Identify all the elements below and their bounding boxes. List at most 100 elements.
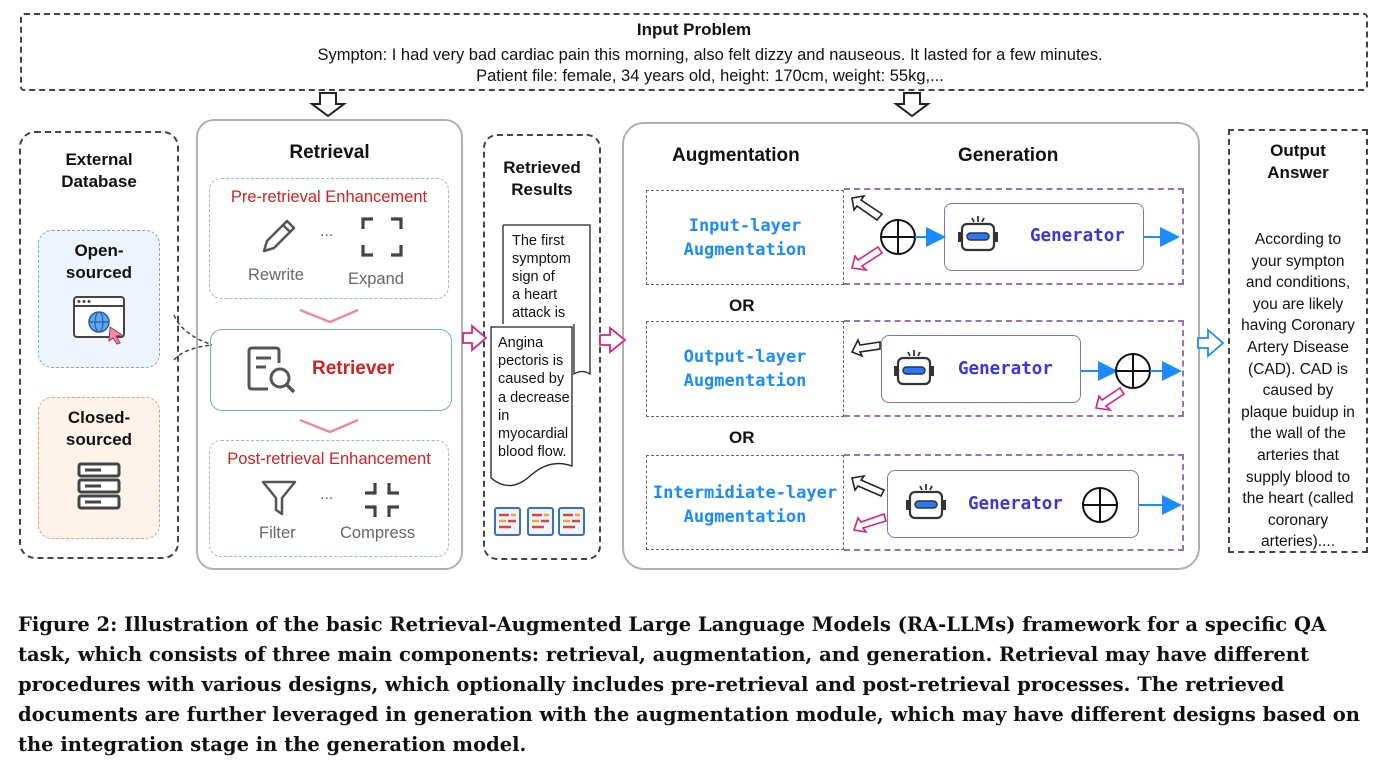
closed-sourced-label-1: Closed- (67, 408, 131, 427)
or-label-1: OR (729, 296, 755, 315)
server-icon (77, 462, 121, 510)
database-title-1: External (65, 150, 133, 169)
document-2-line: Angina (498, 335, 544, 351)
closed-sourced-label-2: sourced (65, 430, 133, 449)
output-answer-line: the wall of the (1250, 425, 1346, 443)
down-arrow-generation (893, 92, 931, 118)
intermediate-layer-aug-label-1: Intermidiate-layer (652, 483, 838, 503)
output-answer-line: the heart (called (1242, 490, 1354, 508)
output-answer-line: arteries that (1257, 446, 1339, 464)
generator-label-2: Generator (958, 359, 1053, 379)
figure-caption: Figure 2: Illustration of the basic Retr… (18, 613, 1360, 756)
results-to-augmentation-arrow (599, 326, 627, 354)
output-answer-line: having Coronary (1241, 317, 1355, 335)
output-answer-line: According to (1254, 231, 1342, 248)
row3-plus-icon (1082, 487, 1118, 523)
input-symptom-line: Sympton: I had very bad cardiac pain thi… (317, 46, 1103, 64)
connectors-overlay (173, 92, 1225, 534)
post-retrieval-box (209, 440, 449, 557)
retrieval-to-results-arrow (462, 324, 488, 352)
intermediate-layer-aug-box (646, 455, 844, 550)
row1-robot-icon (958, 216, 998, 252)
output-answer-line: arteries).... (1260, 533, 1336, 551)
document-2-line: a decrease (498, 389, 570, 406)
input-layer-aug-label-2: Augmentation (683, 240, 807, 260)
row1-black-input-arrow (851, 194, 884, 222)
output-title-1: Output (1270, 141, 1326, 160)
external-database-box (19, 131, 179, 559)
post-dots: ... (320, 486, 334, 503)
pre-dots: ... (320, 223, 334, 240)
row2-black-input-arrow (850, 338, 881, 358)
augmentation-title: Augmentation (672, 145, 800, 166)
rewrite-pencil-icon (262, 219, 296, 253)
row3-black-input-arrow (851, 474, 886, 498)
retriever-label: Retriever (312, 358, 395, 379)
or-label-2: OR (729, 428, 755, 447)
row3-robot-icon (906, 484, 946, 520)
input-layer-aug-label-1: Input-layer (688, 216, 802, 236)
input-layer-gen-region (844, 188, 1184, 285)
document-1-line: sign of (512, 269, 555, 285)
output-answer-box (1228, 129, 1368, 553)
output-title-2: Answer (1267, 163, 1329, 182)
output-layer-gen-region (844, 320, 1184, 417)
output-answer-line: Artery Disease (1247, 338, 1349, 356)
generation-to-output-arrow (1197, 328, 1225, 358)
open-sourced-label-2: sourced (65, 263, 133, 282)
retriever-to-post-chevron (299, 418, 359, 434)
document-1-line: a heart (512, 287, 558, 303)
input-layer-aug-box (646, 190, 844, 285)
output-answer-line: (CAD). CAD is (1248, 360, 1348, 378)
document-2-line: pectoris is (498, 353, 564, 370)
filter-funnel-icon (261, 480, 297, 516)
results-title-1: Retrieved (503, 158, 581, 177)
row2-plus-icon (1115, 353, 1151, 389)
generation-title: Generation (958, 145, 1059, 166)
intermediate-layer-gen-region (844, 454, 1184, 551)
web-browser-icon (73, 296, 125, 345)
output-answer-line: and conditions, (1245, 274, 1351, 292)
output-answer-line: plaque buidup in (1241, 403, 1355, 421)
row3-pink-input-arrow (852, 512, 887, 534)
document-2-line: myocardial (498, 426, 569, 443)
document-stack-icon (494, 507, 585, 536)
expand-icon (361, 217, 403, 257)
retrieval-module-box (196, 119, 463, 570)
generator-label-1: Generator (1030, 226, 1125, 246)
rewrite-label: Rewrite (248, 266, 304, 284)
document-search-icon (247, 346, 296, 394)
pre-to-retriever-chevron (299, 308, 359, 324)
row1-plus-icon (880, 219, 916, 255)
document-1-line: symptom (512, 251, 571, 267)
output-answer-line: coronary (1267, 511, 1329, 529)
output-layer-aug-label-2: Augmentation (683, 371, 807, 391)
compress-label: Compress (340, 524, 416, 542)
document-2-line: in (498, 407, 510, 424)
results-title-2: Results (511, 180, 573, 199)
input-problem-title: Input Problem (636, 20, 752, 39)
pre-retrieval-title: Pre-retrieval Enhancement (230, 188, 428, 206)
expand-label: Expand (348, 270, 404, 288)
output-answer-line: caused by (1262, 382, 1334, 400)
row2-robot-icon (894, 350, 934, 386)
row1-pink-input-arrow (851, 245, 884, 272)
pre-retrieval-box (209, 178, 449, 299)
compress-icon (365, 483, 399, 517)
input-problem-box (20, 13, 1368, 91)
down-arrow-retrieval (309, 92, 347, 118)
post-retrieval-title: Post-retrieval Enhancement (227, 450, 431, 468)
document-2-line: blood flow. (498, 444, 567, 461)
database-retriever-connector (173, 314, 213, 346)
output-layer-aug-label-1: Output-layer (683, 347, 807, 367)
open-sourced-label-1: Open- (74, 241, 124, 260)
document-1-shape (502, 224, 591, 376)
retrieved-results-box (483, 134, 601, 560)
input-patient-line: Patient file: female, 34 years old, heig… (476, 67, 944, 85)
retrieval-title: Retrieval (289, 142, 370, 163)
document-2-line: caused by (498, 371, 565, 388)
document-1-line: The first (512, 233, 565, 249)
generator-label-3: Generator (968, 494, 1063, 514)
